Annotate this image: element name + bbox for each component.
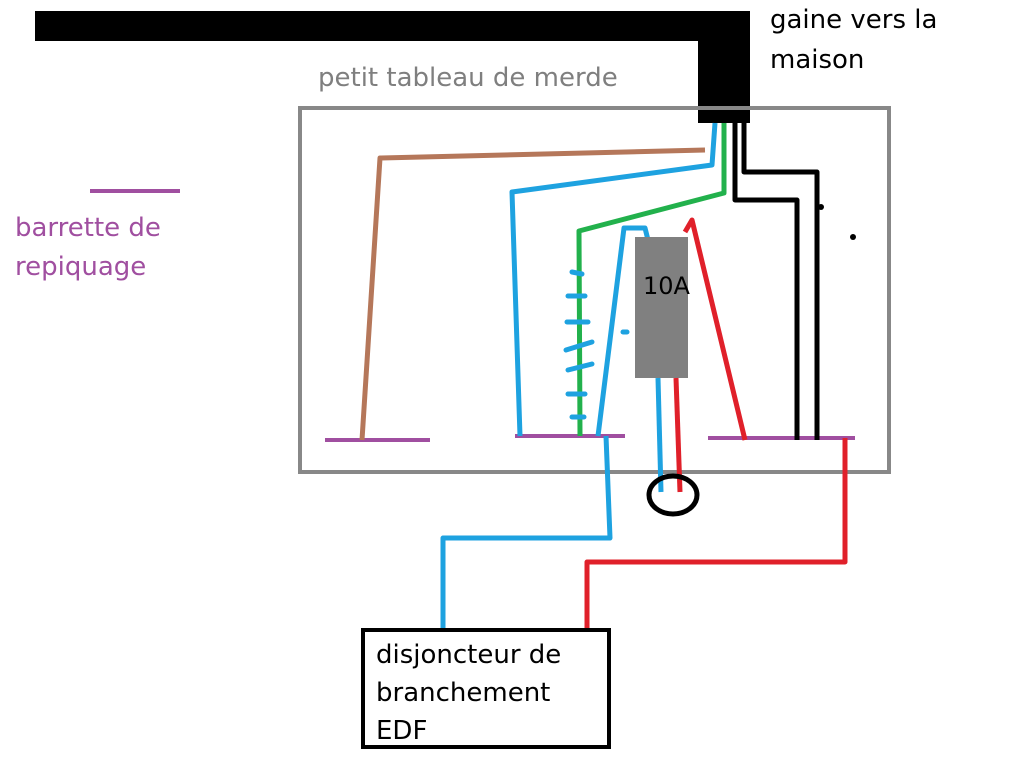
blue-wire-2	[595, 225, 651, 437]
fuse-10a	[635, 237, 688, 378]
black-dot-2	[850, 234, 856, 240]
blue-wire-out	[440, 435, 613, 630]
connection-circle	[646, 473, 700, 517]
blue-wire-1	[509, 122, 718, 437]
disjoncteur-label-line1: disjoncteur de	[376, 640, 561, 670]
red-wire	[682, 217, 748, 441]
disjoncteur-label-line2: branchement	[376, 678, 550, 708]
barrette-legend-line2: repiquage	[15, 252, 146, 282]
black-wire-2	[741, 123, 820, 440]
tableau-title: petit tableau de merde	[318, 63, 618, 93]
tableau-box	[298, 106, 891, 474]
black-wire-1	[732, 123, 800, 440]
green-wire	[576, 123, 727, 437]
red-wire-fuse-out	[673, 377, 683, 493]
blue-coil-dashes	[563, 269, 630, 420]
blue-wire-fuse-out	[655, 377, 664, 493]
red-wire-out	[584, 438, 848, 633]
brown-wire	[359, 147, 706, 441]
fuse-label: 10A	[643, 272, 691, 300]
disjoncteur-box	[361, 628, 611, 749]
gaine-label-line1: gaine vers la	[770, 5, 937, 35]
disjoncteur-label-line3: EDF	[376, 716, 427, 746]
black-dot-1	[818, 204, 824, 210]
gaine-label-line2: maison	[770, 45, 864, 75]
gaine-cable	[35, 11, 750, 123]
barrette-legend-line1: barrette de	[15, 213, 161, 243]
